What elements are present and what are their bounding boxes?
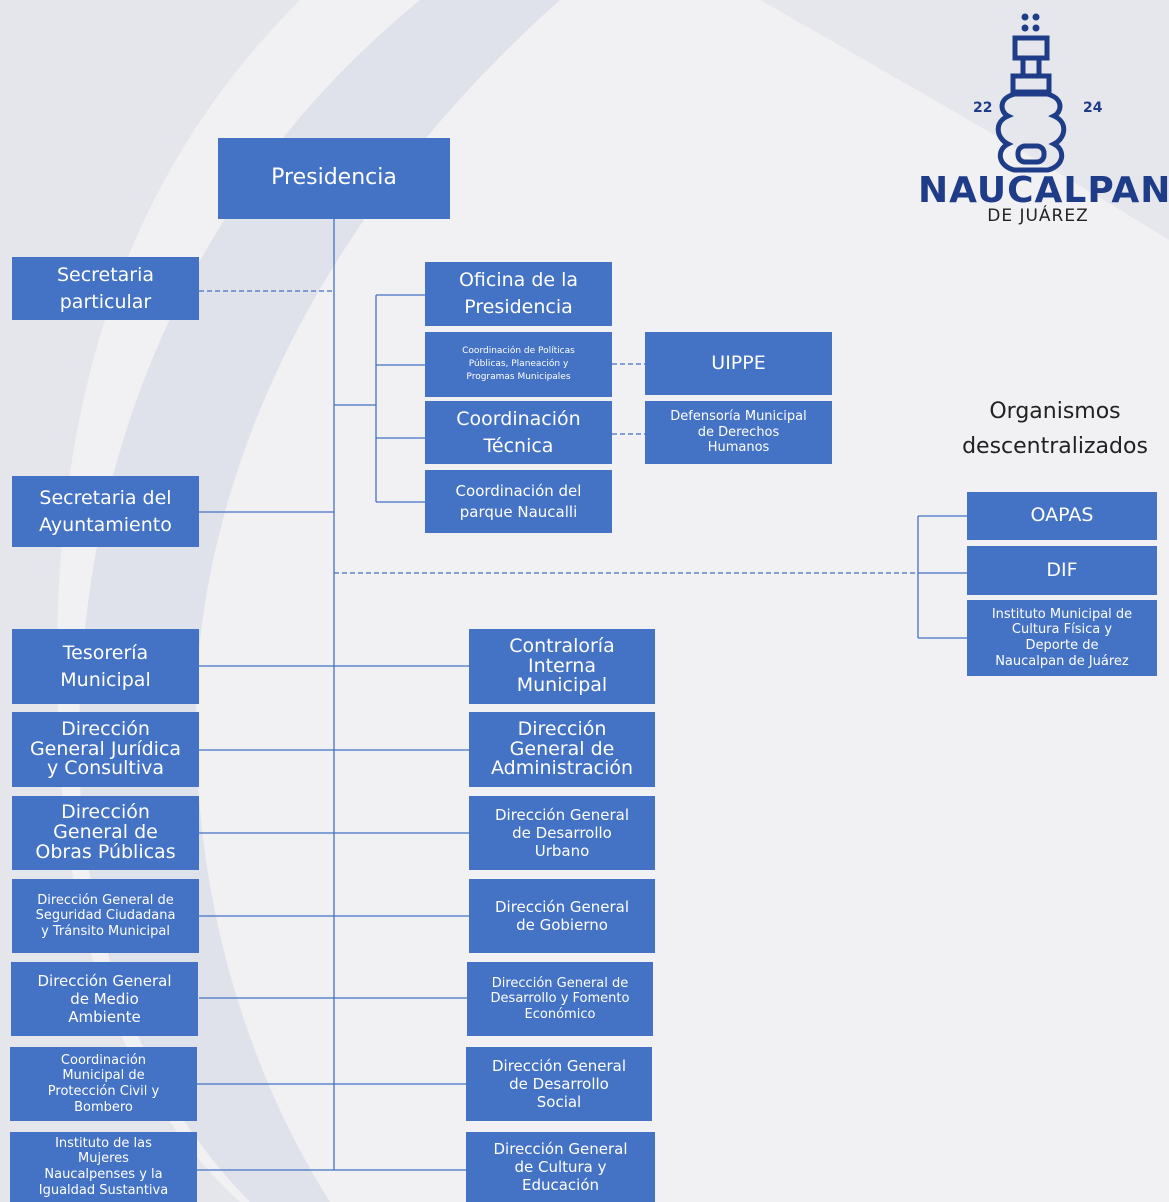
medio-ambiente-box: Dirección General de Medio Ambiente (11, 962, 198, 1036)
desarrollo-social-label: Dirección General de Desarrollo Social (491, 1057, 626, 1111)
tesoreria-label: Tesorería Municipal (60, 641, 151, 691)
coord-politicas-label: Coordinación de Políticas Públicas, Plan… (462, 345, 575, 383)
dif-box: DIF (967, 546, 1157, 595)
juridica-box: Dirección General Jurídica y Consultiva (12, 712, 199, 787)
defensoria-box: Defensoría Municipal de Derechos Humanos (645, 401, 832, 464)
instituto-cultura-fisica-box: Instituto Municipal de Cultura Física y … (967, 600, 1157, 676)
uippe-box: UIPPE (645, 332, 832, 395)
dif-label: DIF (1046, 558, 1078, 581)
contraloria-label: Contraloría Interna Municipal (509, 634, 615, 697)
seguridad-box: Dirección General de Seguridad Ciudadana… (12, 879, 199, 953)
coord-parque-label: Coordinación del parque Naucalli (455, 481, 582, 521)
fomento-economico-label: Dirección General de Desarrollo y Foment… (490, 975, 630, 1022)
proteccion-civil-box: Coordinación Municipal de Protección Civ… (10, 1047, 197, 1121)
coord-tecnica-label: Coordinación Técnica (456, 407, 581, 457)
logo-year-right: 24 (1083, 100, 1103, 116)
gobierno-label: Dirección General de Gobierno (494, 898, 629, 934)
desarrollo-urbano-box: Dirección General de Desarrollo Urbano (469, 796, 655, 870)
secretaria-ayuntamiento-box: Secretaria del Ayuntamiento (12, 476, 199, 547)
juridica-label: Dirección General Jurídica y Consultiva (29, 717, 182, 780)
medio-ambiente-label: Dirección General de Medio Ambiente (37, 972, 172, 1026)
coord-tecnica-box: Coordinación Técnica (425, 401, 612, 464)
defensoria-label: Defensoría Municipal de Derechos Humanos (670, 409, 807, 456)
uippe-label: UIPPE (711, 351, 766, 374)
oficina-presidencia-box: Oficina de la Presidencia (425, 262, 612, 326)
gobierno-box: Dirección General de Gobierno (469, 879, 655, 953)
seguridad-label: Dirección General de Seguridad Ciudadana… (35, 892, 176, 939)
administracion-label: Dirección General de Administración (490, 717, 634, 780)
oficina-presidencia-label: Oficina de la Presidencia (458, 269, 579, 318)
coord-parque-box: Coordinación del parque Naucalli (425, 470, 612, 533)
cultura-educacion-label: Dirección General de Cultura y Educación (493, 1140, 628, 1194)
oapas-label: OAPAS (1030, 504, 1094, 527)
administracion-box: Dirección General de Administración (469, 712, 655, 787)
tesoreria-box: Tesorería Municipal (12, 629, 199, 704)
obras-label: Dirección General de Obras Públicas (35, 801, 176, 863)
logo-subtitle: DE JUÁREZ (987, 206, 1089, 226)
organismos-title: Organismos descentralizados (962, 399, 1148, 460)
coord-politicas-box: Coordinación de Políticas Públicas, Plan… (425, 332, 612, 397)
secretaria-particular-label: Secretaria particular (56, 263, 155, 313)
oapas-box: OAPAS (967, 492, 1157, 540)
contraloria-box: Contraloría Interna Municipal (469, 629, 655, 704)
presidencia-label: Presidencia (271, 165, 397, 191)
fomento-economico-box: Dirección General de Desarrollo y Foment… (467, 962, 653, 1036)
mujeres-box: Instituto de las Mujeres Naucalpenses y … (10, 1132, 197, 1202)
secretaria-particular-box: Secretaria particular (12, 257, 199, 320)
proteccion-civil-label: Coordinación Municipal de Protección Civ… (47, 1052, 160, 1115)
mujeres-label: Instituto de las Mujeres Naucalpenses y … (38, 1135, 169, 1198)
cultura-educacion-box: Dirección General de Cultura y Educación (466, 1132, 655, 1202)
desarrollo-social-box: Dirección General de Desarrollo Social (466, 1047, 652, 1121)
secretaria-ayuntamiento-label: Secretaria del Ayuntamiento (39, 486, 172, 536)
naucalpan-logo (995, 13, 1067, 173)
obras-box: Dirección General de Obras Públicas (12, 796, 199, 870)
logo-name: NAUCALPAN (918, 170, 1169, 211)
presidencia-box: Presidencia (218, 138, 450, 219)
logo-year-left: 22 (973, 100, 993, 116)
desarrollo-urbano-label: Dirección General de Desarrollo Urbano (494, 806, 629, 860)
instituto-cultura-fisica-label: Instituto Municipal de Cultura Física y … (991, 606, 1133, 669)
